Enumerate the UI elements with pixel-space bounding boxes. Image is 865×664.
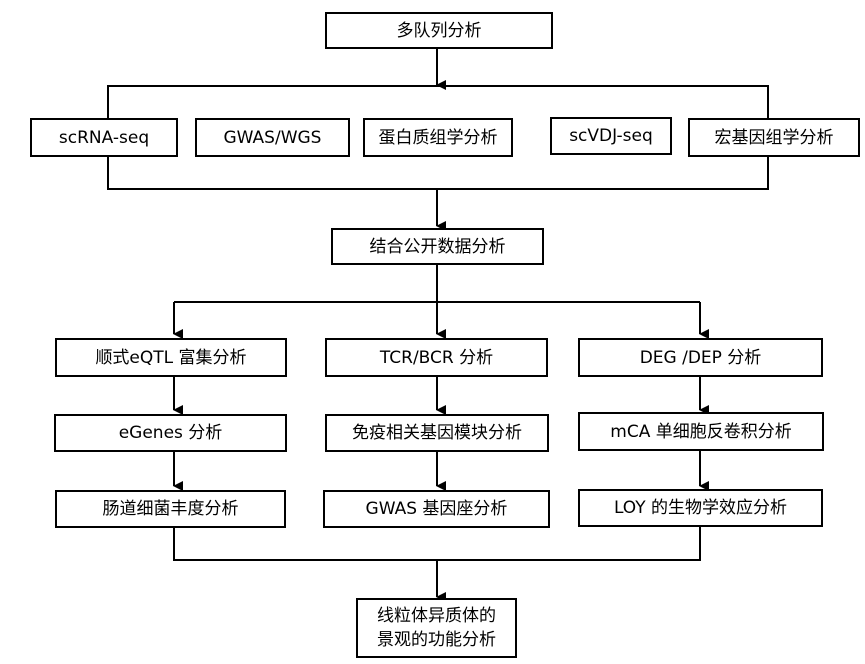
node-multi-cohort-analysis: 多队列分析 (325, 12, 553, 49)
node-label: TCR/BCR 分析 (379, 347, 494, 368)
node-label: 蛋白质组学分析 (378, 127, 498, 148)
node-label: 肠道细菌丰度分析 (102, 499, 239, 519)
node-label: 顺式eQTL 富集分析 (95, 347, 247, 368)
node-label: eGenes 分析 (118, 423, 223, 443)
node-label: GWAS/WGS (223, 127, 322, 148)
sources-bracket-top (107, 85, 769, 118)
node-egenes-analysis: eGenes 分析 (54, 414, 287, 452)
node-proteomics: 蛋白质组学分析 (363, 118, 513, 157)
node-label-line1: 线粒体异质体的 (377, 606, 496, 626)
node-label: DEG /DEP 分析 (639, 347, 762, 368)
sources-bracket-bottom (107, 157, 769, 190)
merge-bracket (173, 527, 701, 561)
node-label: scRNA-seq (58, 127, 150, 148)
node-gwas-loci: GWAS 基因座分析 (323, 490, 550, 528)
node-label: 宏基因组学分析 (714, 127, 834, 148)
node-immune-gene-module: 免疫相关基因模块分析 (325, 414, 549, 452)
node-mca-deconvolution: mCA 单细胞反卷积分析 (578, 412, 824, 451)
node-deg-dep-analysis: DEG /DEP 分析 (578, 338, 823, 377)
node-metagenomics: 宏基因组学分析 (688, 118, 860, 157)
node-scvdj-seq: scVDJ-seq (550, 117, 672, 155)
node-cis-eqtl-enrichment: 顺式eQTL 富集分析 (55, 338, 287, 377)
node-label: LOY 的生物学效应分析 (613, 498, 788, 518)
node-scrna-seq: scRNA-seq (30, 118, 178, 157)
node-label-line2: 景观的功能分析 (377, 630, 496, 650)
node-label: scVDJ-seq (569, 126, 653, 146)
node-mito-heteroplasmy-function: 线粒体异质体的 景观的功能分析 (356, 598, 517, 658)
node-label: mCA 单细胞反卷积分析 (610, 421, 792, 442)
node-label: GWAS 基因座分析 (365, 499, 508, 519)
node-public-data-integration: 结合公开数据分析 (331, 228, 544, 265)
node-label: 免疫相关基因模块分析 (352, 423, 522, 443)
node-gwas-wgs: GWAS/WGS (195, 118, 350, 157)
node-label: 多队列分析 (396, 20, 482, 41)
node-gut-bacteria-abundance: 肠道细菌丰度分析 (55, 490, 286, 528)
node-label: 结合公开数据分析 (369, 236, 506, 257)
node-tcr-bcr-analysis: TCR/BCR 分析 (325, 338, 548, 377)
node-loy-biological-effect: LOY 的生物学效应分析 (578, 489, 823, 527)
